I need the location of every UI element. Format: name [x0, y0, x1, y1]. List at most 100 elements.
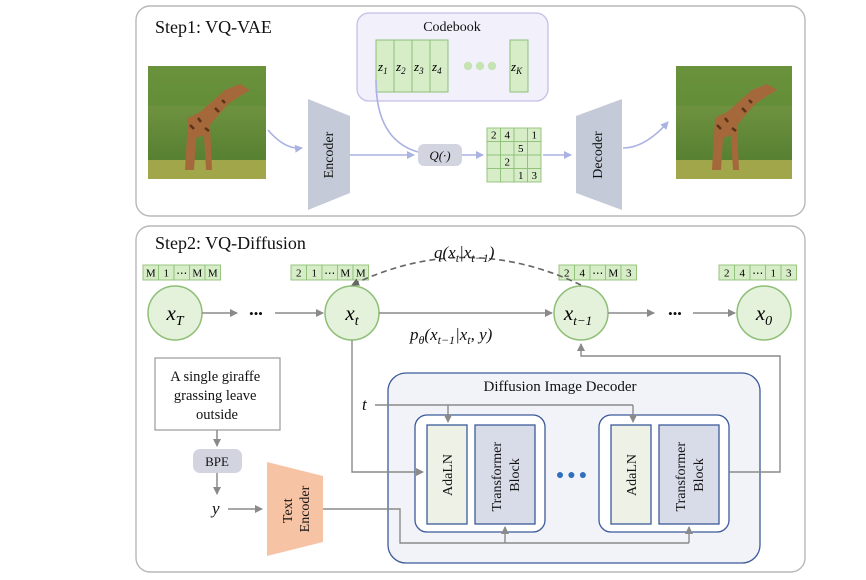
svg-text:x0: x0: [755, 301, 772, 329]
token-strip-value-xt1: M: [608, 268, 618, 280]
transformer-box-1: [474, 424, 536, 525]
step1-panel: [135, 5, 806, 217]
forward-process-arrow: [351, 256, 582, 286]
chain-ellipsis-1: •••: [249, 306, 263, 321]
token-grid-cell: [486, 168, 501, 183]
token-strip-value-xt: M: [340, 268, 350, 280]
bpe-label: BPE: [205, 454, 229, 469]
token-strip-value-xt1: 2: [564, 268, 570, 280]
decoder-to-xt1-arrow: [577, 343, 781, 473]
token-strip-value-xt1: ⋯: [592, 268, 603, 280]
token-grid-cell: [486, 141, 501, 156]
token-grid-cell: [527, 168, 542, 183]
reverse-rest: , y): [471, 325, 493, 344]
token-strip-cell-xt: [352, 264, 369, 281]
bpe-box: [193, 449, 242, 473]
transformer-2-line-2: Block: [692, 458, 707, 491]
reverse-sub1: t−1: [438, 333, 455, 347]
codebook-entry-label: z4: [431, 59, 442, 76]
node-xt1: xt−1: [553, 285, 609, 341]
svg-text:xT: xT: [165, 301, 184, 329]
prompt-line-2: grassing leave: [174, 388, 257, 404]
output-image: [676, 66, 792, 179]
token-strip-value-x0: 1: [771, 268, 777, 280]
y-label: y: [210, 499, 220, 518]
token-strip-value-xt: ⋯: [324, 268, 335, 280]
node-xt1-base: x: [563, 301, 574, 325]
node-xT-base: x: [165, 301, 176, 325]
input-image: [148, 66, 266, 179]
codebook-entry-label: z1: [377, 59, 388, 76]
step1-title: Step1: VQ-VAE: [155, 17, 272, 37]
node-xt: xt: [324, 285, 380, 341]
encoder-label: Encoder: [322, 131, 337, 178]
encoder-trapezoid: [308, 99, 350, 210]
token-strip-cell-xt1: [620, 264, 637, 281]
codebook-dots: [463, 61, 497, 71]
node-xt-base: x: [344, 301, 355, 325]
text-encoder-label: Text Encoder: [281, 485, 313, 532]
quantizer-box: [418, 144, 462, 166]
token-strip-cell-x0: [780, 264, 797, 281]
prompt-line-3: outside: [196, 407, 238, 423]
node-xT-sub: T: [176, 314, 185, 329]
text-encoder-trapezoid: [267, 462, 323, 556]
transformer-2-line-1: Transformer: [674, 442, 689, 512]
token-grid-cell: [527, 141, 542, 156]
forward-process-label: q(xt|xt−1): [434, 243, 495, 265]
codebook-entry-last: [509, 39, 529, 93]
reverse-bar: |x: [455, 325, 468, 344]
decoder-trapezoid: [576, 99, 622, 210]
token-grid-cell: [527, 154, 542, 169]
token-grid-value: 1: [532, 130, 538, 142]
token-strip-value-xT: 1: [164, 268, 170, 280]
adaln-box-1: [426, 424, 468, 525]
token-strip-value-xt: 2: [296, 268, 302, 280]
codebook-title: Codebook: [423, 20, 481, 35]
token-strip-value-xT: M: [208, 268, 218, 280]
codebook-entry: [429, 39, 449, 93]
token-grid-value: 5: [518, 143, 524, 155]
reverse-psub: θ: [419, 333, 425, 347]
forward-close: ): [488, 243, 495, 262]
token-grid-value: 2: [505, 157, 511, 169]
prompt-text: A single giraffe grassing leave outside: [170, 369, 264, 423]
token-strip-value-xT: ⋯: [176, 268, 187, 280]
text-encoder-line-2: Encoder: [298, 485, 313, 532]
node-x0-base: x: [755, 301, 766, 325]
token-grid-value: 2: [491, 130, 497, 142]
transformer-label-1: Transformer Block: [490, 439, 523, 512]
forward-sub2: t−1: [471, 251, 488, 265]
adaln-box-2: [610, 424, 652, 525]
token-grid-value: 1: [518, 170, 524, 182]
decoder-to-image-arrow: [622, 121, 669, 149]
transformer-1-line-2: Block: [508, 458, 523, 491]
token-grid-cell: [513, 154, 528, 169]
codebook-to-quantizer-line: [375, 79, 419, 153]
token-strip-value-x0: 3: [786, 268, 792, 280]
reverse-process-label: pθ(xt−1|xt, y): [409, 325, 493, 347]
token-strip-value-xt: 1: [312, 268, 318, 280]
token-grid-cell: [500, 141, 515, 156]
transformer-label-2: Transformer Block: [674, 439, 707, 512]
token-strip-value-xT: M: [192, 268, 202, 280]
reverse-open: (x: [424, 325, 438, 344]
token-grid-value: 4: [505, 130, 511, 142]
token-strip-cell-xT: [204, 264, 221, 281]
block-ellipsis: ●●●: [556, 468, 590, 483]
text-encoder-line-1: Text: [281, 498, 296, 523]
token-grid-value: 3: [532, 170, 538, 182]
node-xt1-sub: t−1: [573, 313, 592, 328]
forward-q: q(x: [434, 243, 456, 262]
xt-to-decoder-arrow: [351, 340, 424, 476]
node-xT: xT: [147, 285, 203, 341]
node-x0: x0: [736, 285, 792, 341]
svg-text:xt−1: xt−1: [563, 301, 592, 328]
diffusion-decoder-title: Diffusion Image Decoder: [483, 379, 636, 395]
token-strip-value-x0: 4: [740, 268, 746, 280]
decoder-label: Decoder: [591, 131, 606, 179]
